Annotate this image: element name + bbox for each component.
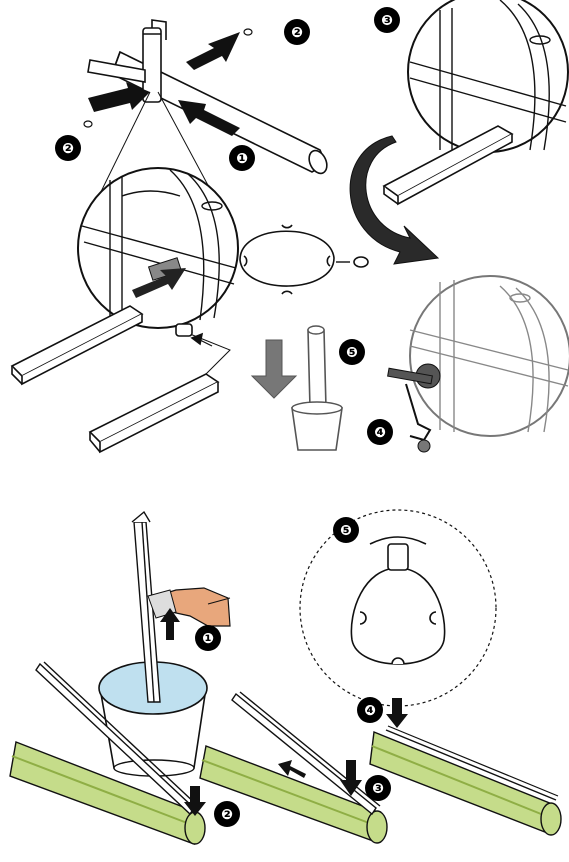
- badge-1-upper: ❶: [229, 145, 255, 171]
- svg-text:❷: ❷: [221, 807, 233, 823]
- svg-text:❺: ❺: [340, 523, 352, 539]
- arrow-down-icon-4: [386, 698, 408, 728]
- profile-diagonal-1: [35, 661, 199, 816]
- screw-icon: [83, 28, 253, 128]
- badge-2-lower: ❷: [214, 801, 240, 827]
- badge-5-upper: ❺: [339, 339, 365, 365]
- svg-text:❹: ❹: [364, 703, 376, 719]
- detail-circle-lower: [299, 509, 497, 707]
- svg-text:❷: ❷: [291, 25, 303, 41]
- svg-text:❸: ❸: [381, 13, 393, 29]
- svg-text:❶: ❶: [236, 151, 248, 167]
- green-tube-2: [199, 745, 388, 844]
- arrow-left-icon: [278, 760, 306, 778]
- badge-3-upper: ❸: [374, 7, 400, 33]
- frame-top-view: [87, 19, 328, 175]
- detail-circle-right: [387, 275, 569, 453]
- svg-text:❷: ❷: [62, 141, 74, 157]
- lower-assembly: ❶ ❷ ❸ ❹ ❺: [9, 509, 562, 845]
- detail-circle-top-right: [407, 0, 569, 153]
- badge-2-upper-right: ❷: [284, 19, 310, 45]
- badge-3-lower: ❸: [365, 775, 391, 801]
- svg-text:❹: ❹: [374, 425, 386, 441]
- arrow-down-icon-3: [340, 760, 362, 796]
- foot-bar-right: [88, 323, 231, 454]
- badge-4-lower: ❹: [357, 697, 383, 723]
- svg-text:❺: ❺: [346, 345, 358, 361]
- hand-icon: [147, 587, 231, 627]
- arrow-up-icon: [160, 608, 180, 640]
- foot-bar-left: [10, 305, 144, 386]
- svg-text:❸: ❸: [372, 781, 384, 797]
- green-tube-3: [369, 725, 562, 836]
- step-badges-upper: ❶ ❷ ❷ ❸ ❹ ❺: [55, 7, 400, 445]
- arrow-down-icon-2: [184, 786, 206, 816]
- profile-upright: [131, 510, 161, 703]
- pole-in-cup: [250, 325, 343, 451]
- rotate-arrow-icon: [349, 135, 440, 265]
- badge-4-upper: ❹: [367, 419, 393, 445]
- oval-plate: [239, 224, 369, 295]
- svg-text:❶: ❶: [202, 631, 214, 647]
- green-tube-1: [9, 741, 206, 845]
- badge-2-upper-left: ❷: [55, 135, 81, 161]
- arrow-icon: [88, 32, 240, 136]
- foot-bar-step3: [382, 125, 514, 206]
- badge-5-lower: ❺: [333, 517, 359, 543]
- detail-circle-left: [77, 91, 239, 329]
- upper-assembly: ❶ ❷ ❷ ❸ ❹ ❺: [10, 0, 569, 454]
- badge-1-lower: ❶: [195, 625, 221, 651]
- step-badges-lower: ❶ ❷ ❸ ❹ ❺: [195, 517, 391, 827]
